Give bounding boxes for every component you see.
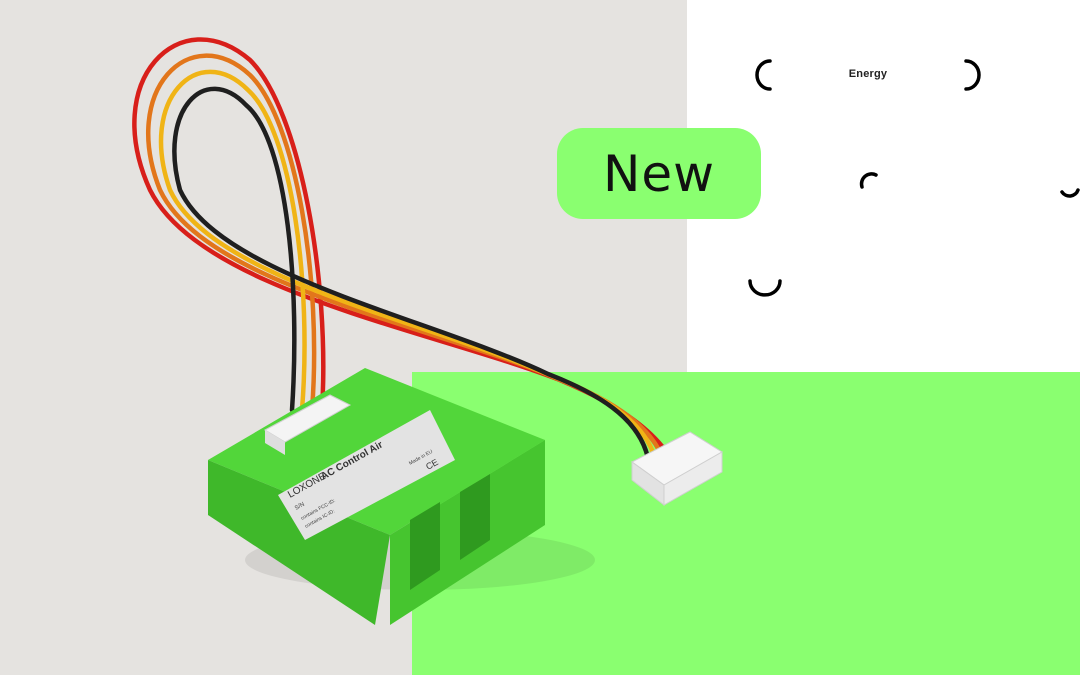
end-connector (631, 431, 723, 507)
module-slot-2 (460, 474, 490, 560)
module-left-face (208, 460, 390, 625)
module-connector (263, 394, 352, 455)
wire-black (172, 86, 651, 461)
module-slot-1 (410, 502, 440, 590)
wire-loop (132, 37, 668, 461)
new-badge-label: New (602, 144, 716, 203)
energy-heading: Energy (848, 68, 888, 80)
new-badge: New (557, 128, 761, 219)
label-sn: S/N (294, 502, 306, 512)
